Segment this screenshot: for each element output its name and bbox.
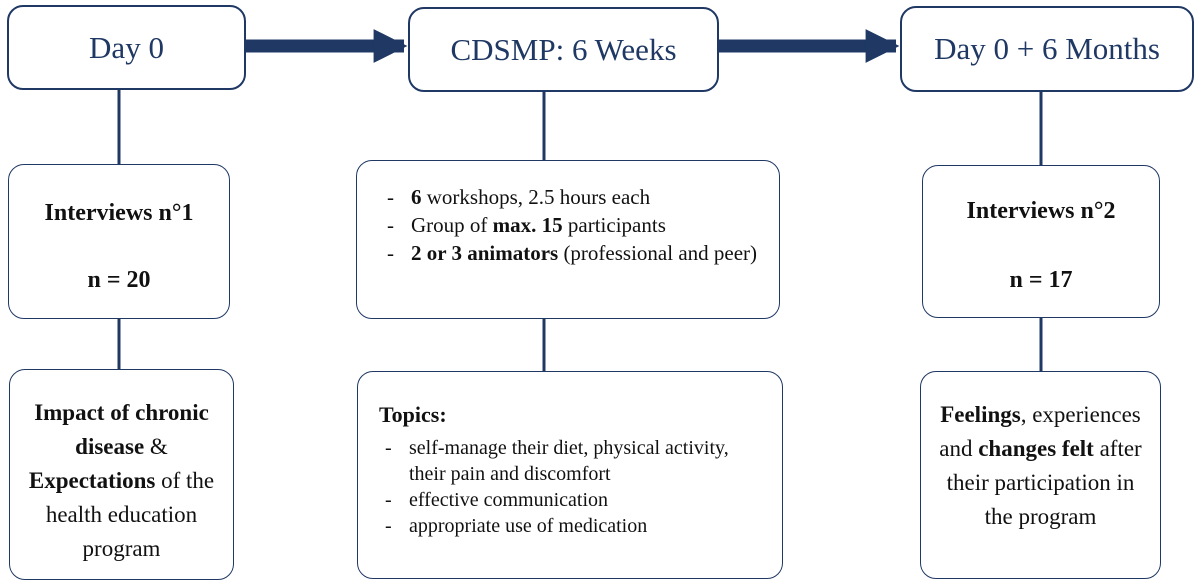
workshops-animators-text: (professional and peer)	[558, 241, 758, 265]
topic-item-medication: appropriate use of medication	[379, 513, 768, 539]
workshops-group-post: participants	[562, 213, 666, 237]
interviews-1-count: n = 20	[87, 267, 151, 293]
header-day0: Day 0	[7, 5, 246, 90]
feelings-after-participation: after their participation in the program	[946, 436, 1142, 529]
impact-box: Impact of chronic disease & Expectations…	[9, 369, 234, 580]
impact-text: Impact of chronic disease & Expectations…	[20, 396, 223, 566]
header-day0-6months-label: Day 0 + 6 Months	[934, 31, 1160, 66]
topics-title: Topics:	[379, 402, 447, 427]
interviews-1-title: Interviews n°1	[44, 200, 194, 226]
workshops-group-max: max. 15	[492, 213, 563, 237]
interviews-1-box: Interviews n°1 n = 20	[8, 164, 230, 319]
feelings-label: Feelings	[940, 402, 1021, 427]
workshops-item-animators: 2 or 3 animators (professional and peer)	[381, 239, 765, 267]
topic-item-communication: effective communication	[379, 487, 768, 513]
impact-expectations: Expectations	[28, 468, 156, 493]
impact-program: of the health education program	[45, 468, 215, 561]
workshops-count-value: 6	[411, 185, 422, 209]
interviews-2-count: n = 17	[1009, 267, 1073, 293]
impact-chronic-disease: Impact of chronic disease	[34, 400, 209, 459]
header-cdsmp: CDSMP: 6 Weeks	[408, 7, 719, 92]
workshops-box: 6 workshops, 2.5 hours each Group of max…	[356, 160, 780, 319]
impact-ampersand: &	[144, 434, 168, 459]
feelings-changes-felt: changes felt	[978, 436, 1094, 461]
workshops-animators-count: 2 or 3 animators	[411, 241, 559, 265]
header-day0-label: Day 0	[89, 29, 164, 65]
topic-item-self-manage: self-manage their diet, physical activit…	[379, 435, 768, 487]
topics-box: Topics: self-manage their diet, physical…	[357, 371, 783, 579]
feelings-box: Feelings, experiences and changes felt a…	[920, 371, 1161, 579]
topics-list: self-manage their diet, physical activit…	[379, 435, 768, 539]
workshops-item-group: Group of max. 15 participants	[381, 211, 765, 239]
feelings-experiences: , experiences and	[939, 402, 1141, 461]
workshops-count-text: workshops, 2.5 hours each	[421, 185, 651, 209]
feelings-text: Feelings, experiences and changes felt a…	[935, 398, 1146, 534]
workshops-list: 6 workshops, 2.5 hours each Group of max…	[381, 183, 765, 267]
interviews-2-box: Interviews n°2 n = 17	[922, 165, 1160, 318]
workshops-item-count: 6 workshops, 2.5 hours each	[381, 183, 765, 211]
workshops-group-pre: Group of	[411, 213, 493, 237]
header-day0-6months: Day 0 + 6 Months	[900, 6, 1194, 92]
header-cdsmp-label: CDSMP: 6 Weeks	[450, 31, 677, 67]
interviews-2-title: Interviews n°2	[966, 198, 1116, 224]
